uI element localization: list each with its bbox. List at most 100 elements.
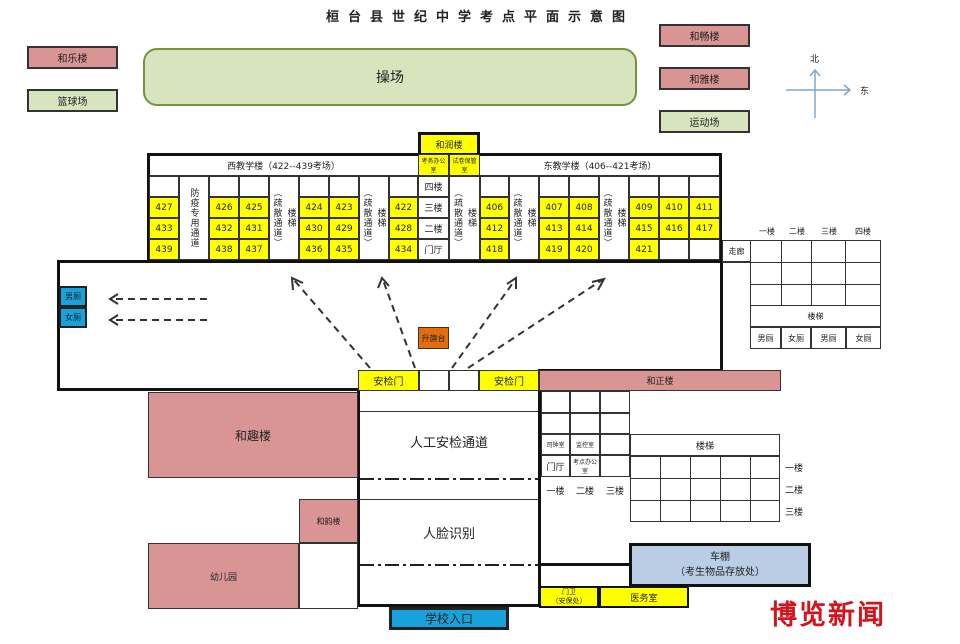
annex-floor-label: 二楼 xyxy=(789,227,805,236)
annex-stairs: 楼梯 xyxy=(750,305,881,327)
corridor-divider xyxy=(360,411,538,412)
east-room-blank xyxy=(689,239,720,260)
hz-room xyxy=(570,413,600,434)
dash-line-1 xyxy=(360,478,538,480)
herun-floor-3: 三楼 xyxy=(418,197,449,218)
east-room-blank xyxy=(539,176,569,197)
basketball-court: 篮球场 xyxy=(27,89,118,112)
floor-label: 二楼 xyxy=(785,486,804,496)
room-421: 421 xyxy=(629,239,659,260)
paper-storage-room: 试卷保管室 xyxy=(449,154,480,176)
gate-passage-2 xyxy=(449,370,479,391)
hezheng-building: 和正楼 xyxy=(539,370,781,391)
floor-label: 三楼 xyxy=(605,487,624,497)
room-409: 409 xyxy=(629,197,659,218)
room-417: 417 xyxy=(689,218,720,239)
east-room-blank xyxy=(659,176,689,197)
west-restroom-male: 男厕 xyxy=(59,286,87,307)
room-437: 437 xyxy=(239,239,269,260)
north-label: 北 xyxy=(810,55,820,65)
east-stairs-1: （疏散通道） 楼梯 xyxy=(509,176,539,260)
blank-block xyxy=(299,543,358,609)
kindergarten: 幼儿园 xyxy=(148,543,299,609)
room-418: 418 xyxy=(480,239,509,260)
room-422: 422 xyxy=(389,197,418,218)
east-room-blank xyxy=(569,176,599,197)
east-stairs-2: （疏散通道） 楼梯 xyxy=(599,176,629,260)
hechang-building: 和畅楼 xyxy=(659,24,750,47)
guard-house: 门卫 （安保处） xyxy=(539,586,599,608)
floor-label: 三楼 xyxy=(785,508,804,518)
west-room-blank xyxy=(299,176,329,197)
room-439: 439 xyxy=(149,239,179,260)
heyun-building: 和韵楼 xyxy=(299,499,358,543)
heya-building: 和雅楼 xyxy=(659,67,750,90)
flag-platform: 升旗台 xyxy=(418,327,449,349)
room-423: 423 xyxy=(329,197,359,218)
room-434: 434 xyxy=(389,239,418,260)
compass: 北 东 xyxy=(780,48,880,118)
east-room-blank xyxy=(659,239,689,260)
room-425: 425 xyxy=(239,197,269,218)
hz-room xyxy=(600,434,630,455)
epidemic-passage: 防疫专用通道 xyxy=(179,176,209,260)
annex-restroom: 男厕 xyxy=(750,327,781,349)
east-room-blank xyxy=(629,176,659,197)
room-414: 414 xyxy=(569,218,599,239)
herun-floor-2: 二楼 xyxy=(418,218,449,239)
annex-restroom: 女厕 xyxy=(846,327,881,349)
bell-room: 司钟室 xyxy=(541,434,570,455)
dash-line-2 xyxy=(360,564,538,566)
room-407: 407 xyxy=(539,197,569,218)
corridor-divider xyxy=(360,499,538,500)
manual-security-lane: 人工安检通道 xyxy=(409,436,488,451)
annex-restroom: 男厕 xyxy=(811,327,846,349)
gate-passage-1 xyxy=(419,370,449,391)
hz-room xyxy=(541,413,570,434)
annex-connector xyxy=(722,262,751,263)
guard-title: 门卫 xyxy=(562,588,576,596)
school-entrance[interactable]: 学校入口 xyxy=(389,607,509,630)
herun-stairs: （疏散通道） 楼梯 xyxy=(449,176,480,260)
corridor: 走廊 xyxy=(722,240,750,262)
west-building-title: 西教学楼（422--439考场） xyxy=(149,155,418,176)
west-room-blank xyxy=(389,176,418,197)
room-420: 420 xyxy=(569,239,599,260)
floor-label: 一楼 xyxy=(785,464,804,474)
room-431: 431 xyxy=(239,218,269,239)
room-419: 419 xyxy=(539,239,569,260)
annex-restroom: 女厕 xyxy=(781,327,811,349)
hezheng-stairs: 楼梯 xyxy=(630,434,780,456)
watermark: 博览新闻 xyxy=(770,600,886,631)
floor-label: 二楼 xyxy=(575,487,594,497)
hezheng-bottom xyxy=(538,563,630,566)
sports-field: 运动场 xyxy=(659,110,750,133)
clinic: 医务室 xyxy=(599,586,689,608)
room-416: 416 xyxy=(659,218,689,239)
herun-floor-4: 四楼 xyxy=(418,176,449,197)
room-415: 415 xyxy=(629,218,659,239)
herun-lobby: 门厅 xyxy=(418,239,449,260)
room-438: 438 xyxy=(209,239,239,260)
west-stairs-2: （疏散通道） 楼梯 xyxy=(359,176,389,260)
exam-affairs-office: 考务办公室 xyxy=(418,154,449,176)
courtyard-bottom-left xyxy=(57,388,360,391)
hz-room xyxy=(600,455,630,477)
room-432: 432 xyxy=(209,218,239,239)
room-435: 435 xyxy=(329,239,359,260)
room-408: 408 xyxy=(569,197,599,218)
east-building-title: 东教学楼（406--421考场） xyxy=(480,155,720,176)
annex-grid xyxy=(750,240,881,306)
room-411: 411 xyxy=(689,197,720,218)
hz-room xyxy=(600,413,630,434)
hz-room xyxy=(600,391,630,413)
west-room-blank xyxy=(329,176,359,197)
room-429: 429 xyxy=(329,218,359,239)
monitor-room: 监控室 xyxy=(570,434,600,455)
room-410: 410 xyxy=(659,197,689,218)
west-room-blank xyxy=(149,176,179,197)
room-436: 436 xyxy=(299,239,329,260)
room-427: 427 xyxy=(149,197,179,218)
annex-floor-label: 三楼 xyxy=(821,227,837,236)
